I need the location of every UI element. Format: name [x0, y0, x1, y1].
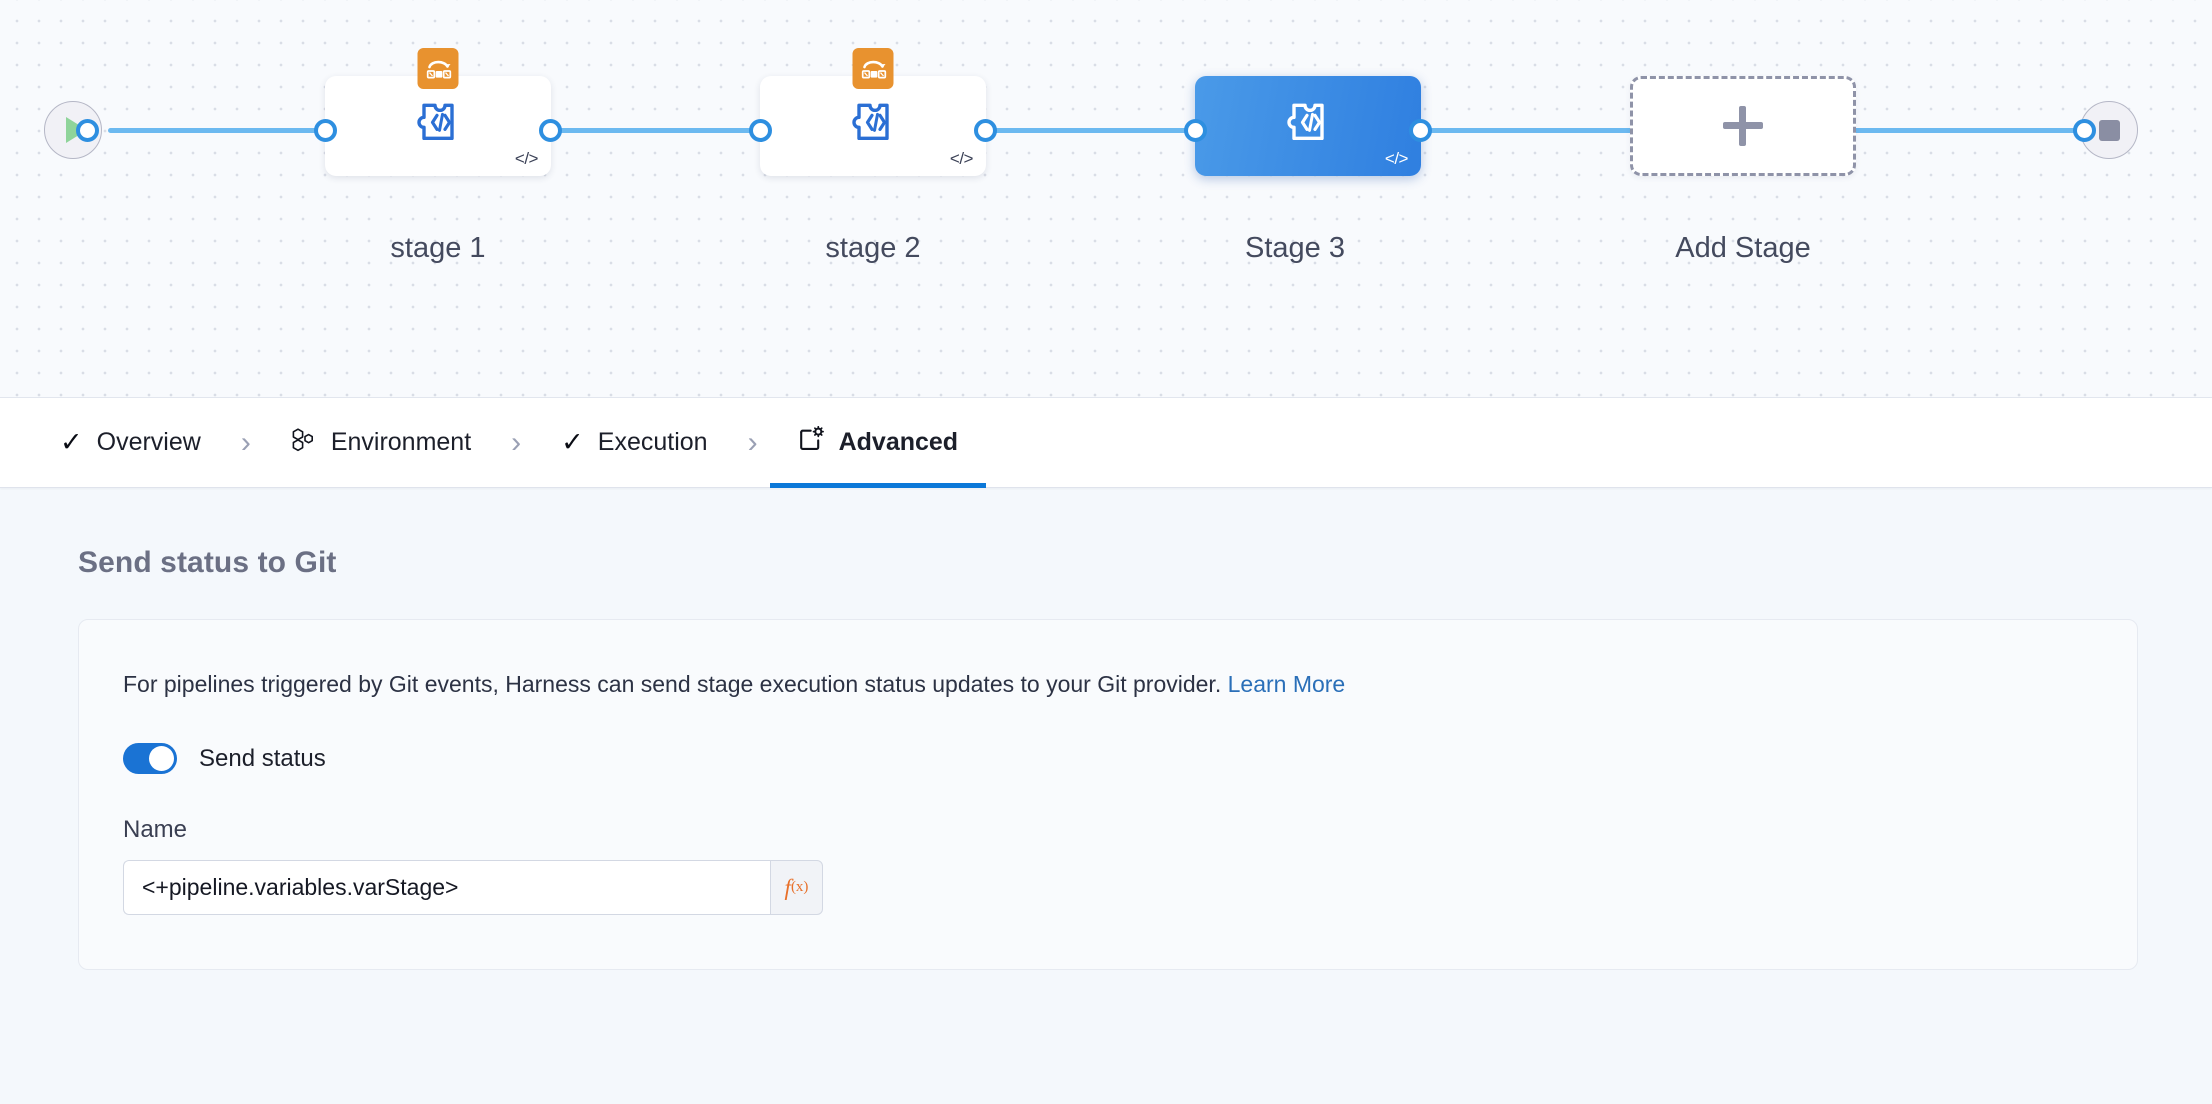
- matrix-looping-icon: [417, 48, 459, 89]
- stage-3-output-port[interactable]: [1409, 119, 1432, 142]
- advanced-panel: Send status to Git For pipelines trigger…: [0, 488, 2212, 1104]
- stage-label-3: Stage 3: [1245, 232, 1345, 264]
- stage-node-1[interactable]: </>: [325, 48, 551, 176]
- tab-advanced-label: Advanced: [838, 428, 959, 456]
- add-stage-node[interactable]: [1630, 76, 1856, 176]
- add-stage-label: Add Stage: [1675, 232, 1811, 264]
- stage-node-2[interactable]: </>: [760, 48, 986, 176]
- page-title: Send status to Git: [78, 546, 337, 579]
- tab-separator-icon: ›: [747, 425, 758, 459]
- name-field-group: f(x): [123, 860, 823, 916]
- start-node-port[interactable]: [76, 119, 99, 142]
- custom-stage-icon: [1282, 96, 1334, 153]
- fx-x-label: (x): [790, 879, 809, 896]
- stage-label-1: stage 1: [390, 232, 486, 264]
- expression-fx-button[interactable]: f(x): [770, 860, 823, 916]
- tab-execution[interactable]: ✓ Execution: [533, 398, 735, 488]
- end-node-port[interactable]: [2073, 119, 2096, 142]
- tab-environment[interactable]: Environment: [263, 398, 499, 488]
- tab-environment-label: Environment: [330, 428, 472, 456]
- check-icon: ✓: [561, 427, 584, 457]
- toggle-knob: [149, 746, 174, 772]
- matrix-looping-icon: [852, 48, 894, 89]
- send-status-toggle-row: Send status: [123, 743, 2093, 775]
- stage-2-code-glyph: </>: [949, 149, 974, 168]
- name-field-label: Name: [123, 816, 188, 844]
- advanced-gear-icon: [798, 425, 825, 460]
- stage-1-output-port[interactable]: [539, 119, 562, 142]
- stage-label-2: stage 2: [825, 232, 921, 264]
- stage-3-input-port[interactable]: [1184, 119, 1207, 142]
- learn-more-link[interactable]: Learn More: [1227, 671, 1346, 697]
- send-status-toggle[interactable]: [123, 743, 177, 775]
- stage-setup-tabbar[interactable]: ✓ Overview › Environment › ✓ Execution ›…: [0, 398, 2212, 488]
- stop-icon: [2098, 119, 2120, 141]
- send-status-toggle-label: Send status: [199, 744, 326, 772]
- tab-execution-label: Execution: [597, 428, 708, 456]
- tab-advanced[interactable]: Advanced: [769, 398, 987, 488]
- stage-3-code-glyph: </>: [1384, 149, 1409, 168]
- name-input[interactable]: [123, 860, 770, 916]
- infrastructure-icon: [291, 426, 317, 459]
- tab-separator-icon: ›: [511, 425, 522, 459]
- fx-f-label: f: [784, 874, 791, 900]
- tab-overview[interactable]: ✓ Overview: [32, 398, 229, 488]
- plus-icon: [1723, 106, 1763, 146]
- stage-1-input-port[interactable]: [314, 119, 337, 142]
- tab-separator-icon: ›: [240, 425, 251, 459]
- stage-2-output-port[interactable]: [974, 119, 997, 142]
- check-icon: ✓: [60, 427, 83, 457]
- custom-stage-icon: [412, 96, 464, 153]
- send-status-description: For pipelines triggered by Git events, H…: [123, 668, 2093, 700]
- custom-stage-icon: [847, 96, 899, 153]
- stage-node-3[interactable]: </>: [1195, 76, 1421, 176]
- send-status-card: For pipelines triggered by Git events, H…: [78, 619, 2138, 971]
- pipeline-connector-rail: [108, 128, 2106, 133]
- stage-2-input-port[interactable]: [749, 119, 772, 142]
- tab-overview-label: Overview: [96, 428, 201, 456]
- stage-1-code-glyph: </>: [514, 149, 539, 168]
- pipeline-canvas[interactable]: </> stage 1 </> stag: [0, 0, 2212, 398]
- send-status-description-text: For pipelines triggered by Git events, H…: [123, 671, 1222, 697]
